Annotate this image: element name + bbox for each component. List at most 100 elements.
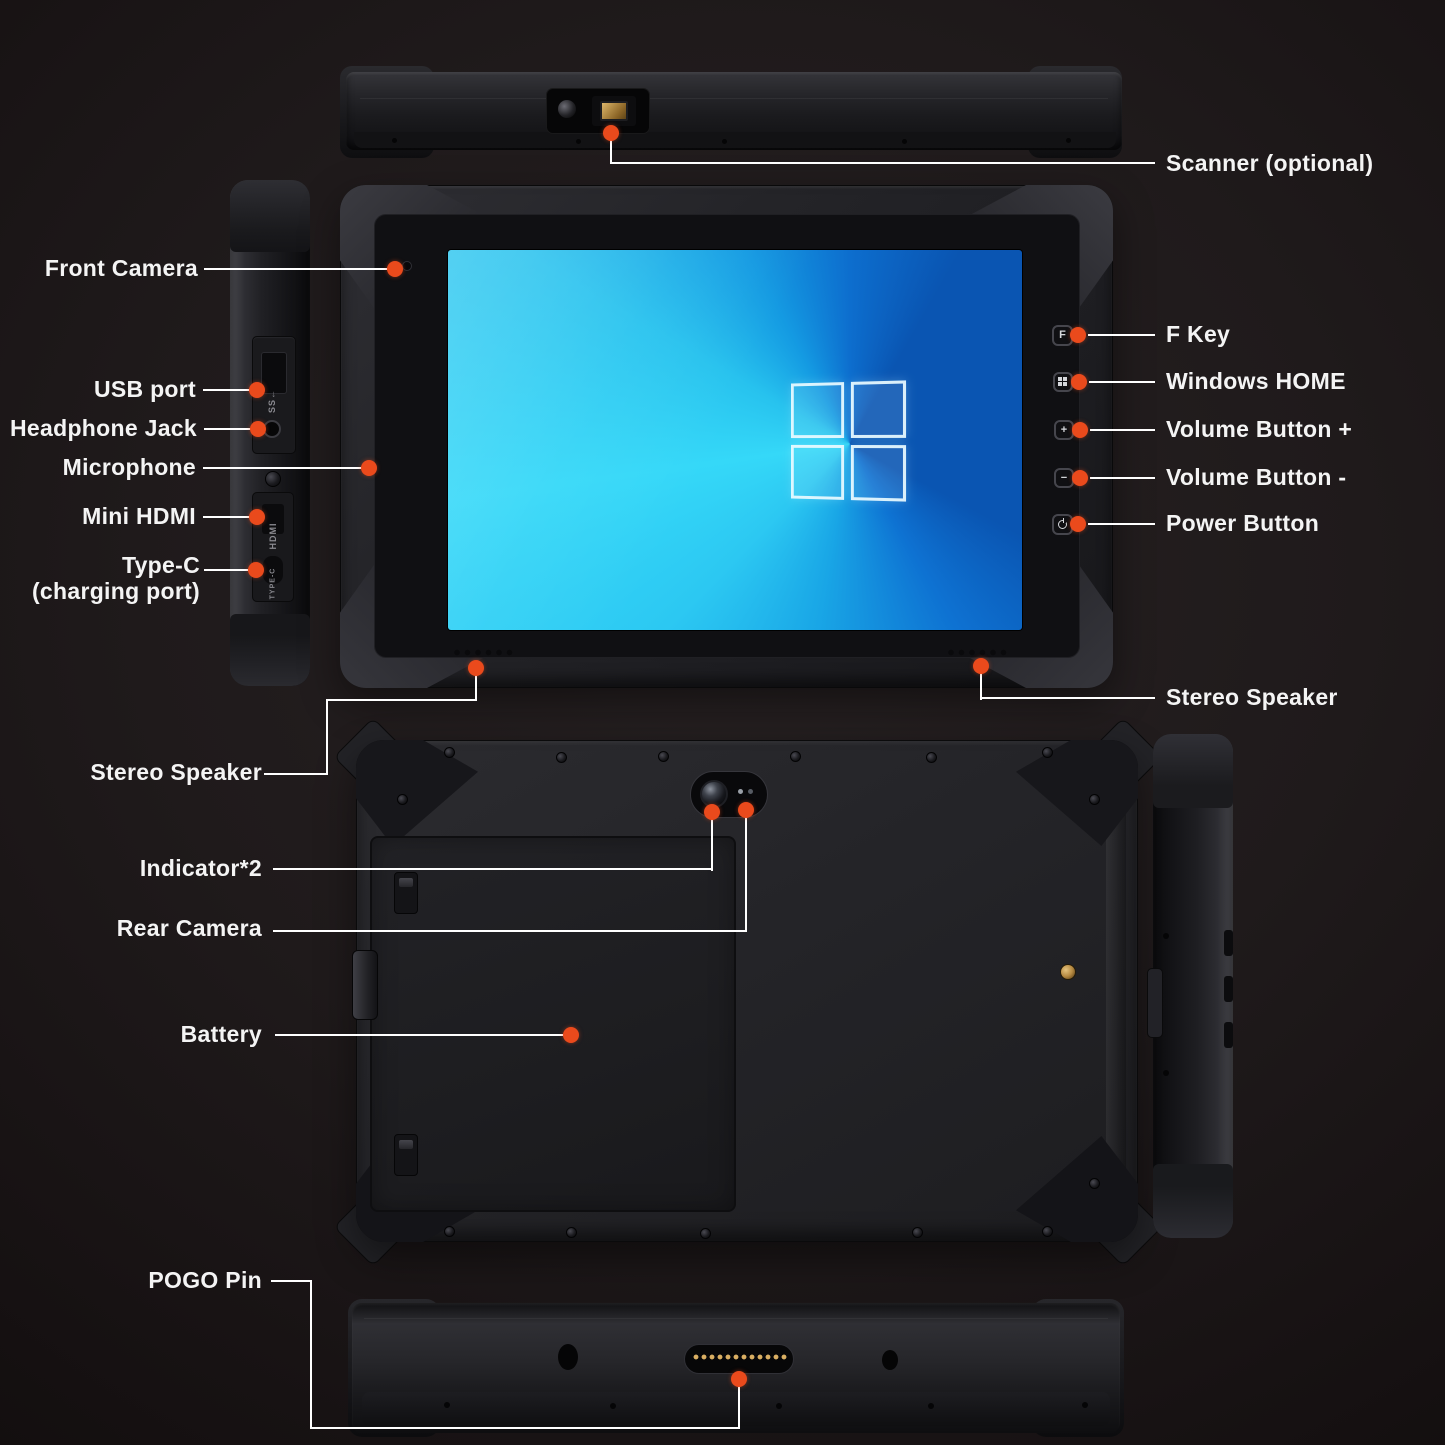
callout-label-mini-hdmi: Mini HDMI	[82, 503, 196, 529]
left-side-bottom-cap	[230, 614, 310, 686]
callout-dot-microphone	[361, 460, 377, 476]
speaker-grill-left	[452, 648, 514, 657]
screw	[556, 752, 567, 763]
volume-up-button: +	[1054, 420, 1074, 440]
callout-dot-headphone	[250, 421, 266, 437]
side-screw	[265, 471, 281, 487]
callout-line-windows-home	[1089, 381, 1155, 383]
screw	[926, 752, 937, 763]
callout-line-speaker-left	[475, 673, 477, 701]
callout-dot-power	[1070, 516, 1086, 532]
battery-latch-handle	[399, 878, 413, 887]
callout-dot-volume-up	[1072, 422, 1088, 438]
scanner-emitter-glass	[600, 101, 628, 121]
screen-reflection	[448, 250, 1022, 630]
screw	[1042, 1226, 1053, 1237]
right-side-hole	[1163, 933, 1169, 939]
screw	[1089, 794, 1100, 805]
callout-line-volume-down	[1090, 477, 1155, 479]
screw	[658, 751, 669, 762]
callout-line-speaker-right	[980, 697, 1155, 699]
callout-line-power	[1088, 523, 1155, 525]
callout-line-indicator	[273, 868, 713, 870]
callout-line-pogo	[310, 1427, 740, 1429]
screw	[1089, 1178, 1100, 1189]
bottom-view-seam	[364, 1318, 1108, 1319]
right-side-notch	[1224, 1022, 1233, 1048]
callout-line-type-c	[204, 569, 250, 571]
callout-line-pogo	[310, 1280, 312, 1429]
callout-dot-scanner	[603, 125, 619, 141]
top-view-seam	[360, 98, 1108, 99]
speaker-grill-right	[946, 648, 1008, 657]
callout-dot-pogo	[731, 1371, 747, 1387]
f-key-glyph: F	[1059, 329, 1066, 341]
callout-dot-speaker-left	[468, 660, 484, 676]
callout-line-scanner	[610, 140, 612, 164]
screw	[444, 747, 455, 758]
callout-line-microphone	[203, 467, 363, 469]
callout-line-indicator	[711, 817, 713, 871]
callout-label-windows-home: Windows HOME	[1166, 368, 1346, 394]
volume-down-button: −	[1054, 468, 1074, 488]
screw	[397, 794, 408, 805]
callout-dot-type-c	[248, 562, 264, 578]
callout-label-indicator: Indicator*2	[140, 855, 262, 881]
right-side-notch	[1224, 930, 1233, 956]
bottom-lip-hole	[610, 1403, 616, 1409]
screw	[566, 1227, 577, 1238]
right-side-top-cap	[1153, 734, 1233, 808]
volume-down-glyph: −	[1061, 472, 1067, 484]
callout-line-volume-up	[1090, 429, 1155, 431]
callout-label-volume-up: Volume Button +	[1166, 416, 1352, 442]
windows-logo-pane	[850, 380, 906, 437]
windows-home-button	[1053, 372, 1073, 392]
right-side-body	[1153, 734, 1233, 1238]
bottom-oval-hole-left	[558, 1344, 578, 1370]
screen	[448, 250, 1022, 630]
callout-label-stereo-speaker-left: Stereo Speaker	[90, 759, 262, 785]
callout-line-speaker-left	[264, 773, 328, 775]
callout-label-rear-camera: Rear Camera	[117, 915, 262, 941]
gold-screw	[1060, 964, 1076, 980]
callout-dot-front-camera	[387, 261, 403, 277]
windows-home-icon	[1058, 377, 1067, 386]
pogo-pins	[692, 1352, 788, 1362]
windows-logo-pane	[850, 445, 906, 502]
top-lip-hole	[902, 139, 907, 144]
right-side-hole	[1163, 1070, 1169, 1076]
callout-dot-usb	[249, 382, 265, 398]
callout-label-front-camera: Front Camera	[45, 255, 198, 281]
callout-label-scanner: Scanner (optional)	[1166, 150, 1373, 176]
callout-line-hdmi	[203, 516, 251, 518]
callout-dot-speaker-right	[973, 658, 989, 674]
callout-line-f-key	[1088, 334, 1155, 336]
hdmi-port-marking: HDMI	[268, 514, 278, 558]
callout-dot-indicator	[704, 804, 720, 820]
top-lip-hole	[722, 139, 727, 144]
callout-dot-volume-down	[1072, 470, 1088, 486]
battery-door	[370, 836, 736, 1212]
right-side-bottom-cap	[1153, 1164, 1233, 1238]
callout-dot-battery	[563, 1027, 579, 1043]
callout-label-power: Power Button	[1166, 510, 1319, 536]
callout-line-usb	[203, 389, 251, 391]
right-side-latch	[1147, 968, 1163, 1038]
screw	[444, 1226, 455, 1237]
callout-label-f-key: F Key	[1166, 321, 1230, 347]
callout-line-pogo	[271, 1280, 312, 1282]
callout-dot-hdmi	[249, 509, 265, 525]
windows-logo	[791, 380, 906, 501]
volume-up-glyph: +	[1061, 424, 1067, 436]
windows-logo-pane	[791, 444, 844, 499]
usb-port-marking: SS←	[267, 379, 277, 423]
callout-label-type-c: Type-C (charging port)	[32, 552, 200, 604]
callout-line-rear-camera	[273, 930, 747, 932]
callout-dot-rear-camera	[738, 802, 754, 818]
indicator-led-1	[738, 789, 743, 794]
battery-latch-upper	[394, 872, 418, 914]
type-c-port-marking: TYPE-C	[270, 556, 277, 612]
scanner-lens	[558, 100, 576, 118]
front-camera	[402, 261, 412, 271]
callout-label-usb-port: USB port	[94, 376, 196, 402]
